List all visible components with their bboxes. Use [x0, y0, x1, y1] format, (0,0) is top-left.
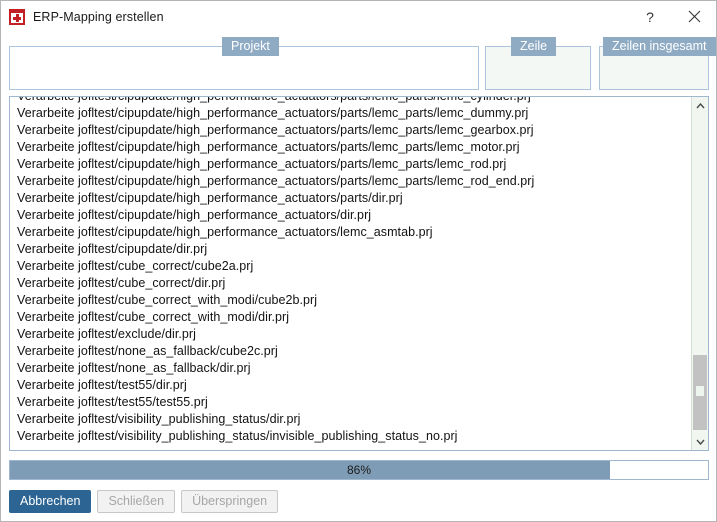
- zeilen-insgesamt-group: Zeilen insgesamt: [599, 37, 716, 90]
- log-line[interactable]: Verarbeite jofltest/cipupdate/dir.prj: [17, 242, 208, 256]
- progress-label: 86%: [346, 463, 372, 477]
- log-lines: Verarbeite jofltest/cipupdate/high_perfo…: [10, 97, 691, 445]
- skip-button: Überspringen: [181, 490, 279, 513]
- scrollbar-thumb[interactable]: [693, 355, 707, 430]
- log-line[interactable]: Verarbeite jofltest/cube_correct_with_mo…: [17, 310, 290, 324]
- log-scrollbar[interactable]: [691, 97, 708, 450]
- projekt-label: Projekt: [222, 37, 279, 56]
- zeile-group: Zeile: [485, 37, 591, 90]
- log-line[interactable]: Verarbeite jofltest/cipupdate/high_perfo…: [17, 123, 534, 137]
- dialog-buttons: Abbrechen Schließen Überspringen: [9, 490, 279, 513]
- log-line[interactable]: Verarbeite jofltest/cipupdate/high_perfo…: [17, 140, 520, 154]
- log-line[interactable]: Verarbeite jofltest/none_as_fallback/dir…: [17, 361, 251, 375]
- log-line[interactable]: Verarbeite jofltest/test55/dir.prj: [17, 378, 187, 392]
- scroll-up-icon[interactable]: [692, 97, 708, 114]
- log-line[interactable]: Verarbeite jofltest/none_as_fallback/cub…: [17, 344, 278, 358]
- log-line[interactable]: Verarbeite jofltest/cube_correct/cube2a.…: [17, 259, 254, 273]
- log-line[interactable]: Verarbeite jofltest/cipupdate/high_perfo…: [10, 97, 691, 105]
- close-icon[interactable]: [672, 1, 716, 32]
- help-icon[interactable]: ?: [646, 8, 654, 25]
- zeilen-insgesamt-label: Zeilen insgesamt: [603, 37, 716, 56]
- zeile-label: Zeile: [511, 37, 557, 56]
- erp-mapping-icon: [9, 8, 25, 25]
- projekt-group: Projekt: [9, 37, 479, 90]
- log-line[interactable]: Verarbeite jofltest/exclude/dir.prj: [17, 327, 196, 341]
- log-line[interactable]: Verarbeite jofltest/cube_correct_with_mo…: [17, 293, 318, 307]
- log-line[interactable]: Verarbeite jofltest/cube_correct/dir.prj: [17, 276, 226, 290]
- close-button: Schließen: [97, 490, 176, 513]
- log-line[interactable]: Verarbeite jofltest/cipupdate/high_perfo…: [17, 225, 433, 239]
- progress-bar-fill: [10, 461, 611, 479]
- log-line[interactable]: Verarbeite jofltest/visibility_publishin…: [17, 429, 458, 443]
- title-bar: ERP-Mapping erstellen ?: [1, 1, 716, 32]
- window-title: ERP-Mapping erstellen: [33, 9, 164, 24]
- log-line[interactable]: Verarbeite jofltest/test55/test55.prj: [17, 395, 208, 409]
- log-line[interactable]: Verarbeite jofltest/cipupdate/high_perfo…: [17, 157, 507, 171]
- scroll-down-icon[interactable]: [692, 433, 708, 450]
- title-bar-controls: ?: [628, 1, 716, 32]
- log-viewport: Verarbeite jofltest/cipupdate/high_perfo…: [10, 97, 691, 450]
- log-line[interactable]: Verarbeite jofltest/cipupdate/high_perfo…: [17, 106, 529, 120]
- log-line[interactable]: Verarbeite jofltest/cipupdate/high_perfo…: [17, 208, 372, 222]
- fields-row: Projekt Zeile Zeilen insgesamt: [1, 32, 716, 91]
- log-line[interactable]: Verarbeite jofltest/cipupdate/high_perfo…: [17, 191, 403, 205]
- log-line[interactable]: Verarbeite jofltest/cipupdate/high_perfo…: [17, 174, 535, 188]
- cancel-button[interactable]: Abbrechen: [9, 490, 92, 513]
- progress-bar: 86%: [9, 460, 709, 480]
- log-line[interactable]: Verarbeite jofltest/visibility_publishin…: [17, 412, 301, 426]
- log-list[interactable]: Verarbeite jofltest/cipupdate/high_perfo…: [9, 96, 709, 451]
